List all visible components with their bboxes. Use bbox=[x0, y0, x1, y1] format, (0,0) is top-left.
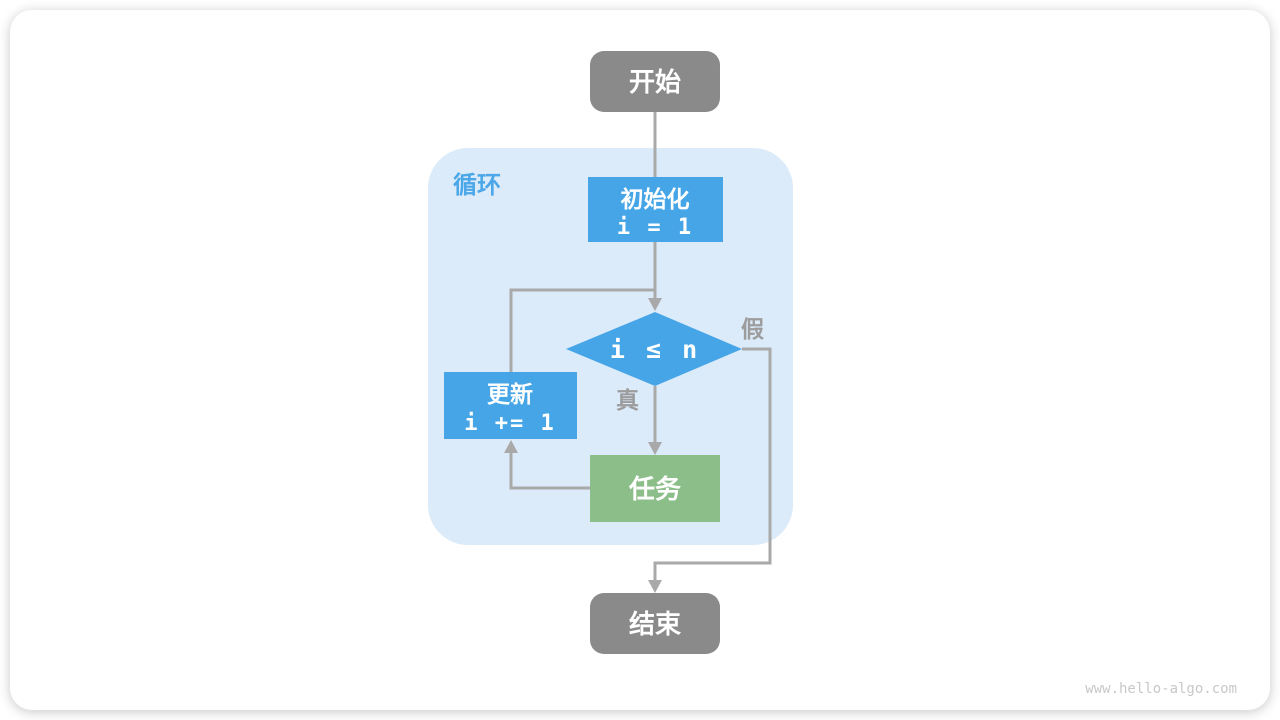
arrowhead-condition-in bbox=[648, 298, 662, 311]
watermark: www.hello-algo.com bbox=[1085, 681, 1237, 697]
task-node bbox=[590, 455, 720, 522]
arrowhead-update-in bbox=[504, 440, 518, 453]
update-node-code: i += 1 bbox=[464, 411, 555, 436]
edge-label-false: 假 bbox=[741, 317, 764, 343]
init-node-code: i = 1 bbox=[617, 215, 693, 240]
condition-node-label: i ≤ n bbox=[610, 335, 700, 364]
update-node bbox=[444, 372, 577, 439]
loop-container-label: 循环 bbox=[453, 171, 501, 199]
arrowhead-end-in bbox=[648, 580, 662, 593]
edge-condition-false-to-end bbox=[653, 347, 772, 581]
arrowhead-task-in bbox=[648, 442, 662, 455]
start-node-label: 开始 bbox=[629, 68, 681, 98]
edge-label-true: 真 bbox=[616, 387, 639, 414]
init-node-title: 初始化 bbox=[621, 186, 690, 213]
end-node bbox=[590, 593, 720, 654]
edge-task-to-update bbox=[509, 452, 590, 490]
init-node bbox=[588, 177, 723, 242]
condition-node bbox=[566, 312, 742, 386]
edge-update-to-condition bbox=[509, 288, 655, 373]
start-node bbox=[590, 51, 720, 112]
update-node-title: 更新 bbox=[487, 381, 533, 408]
task-node-label: 任务 bbox=[628, 475, 681, 505]
end-node-label: 结束 bbox=[629, 609, 682, 640]
